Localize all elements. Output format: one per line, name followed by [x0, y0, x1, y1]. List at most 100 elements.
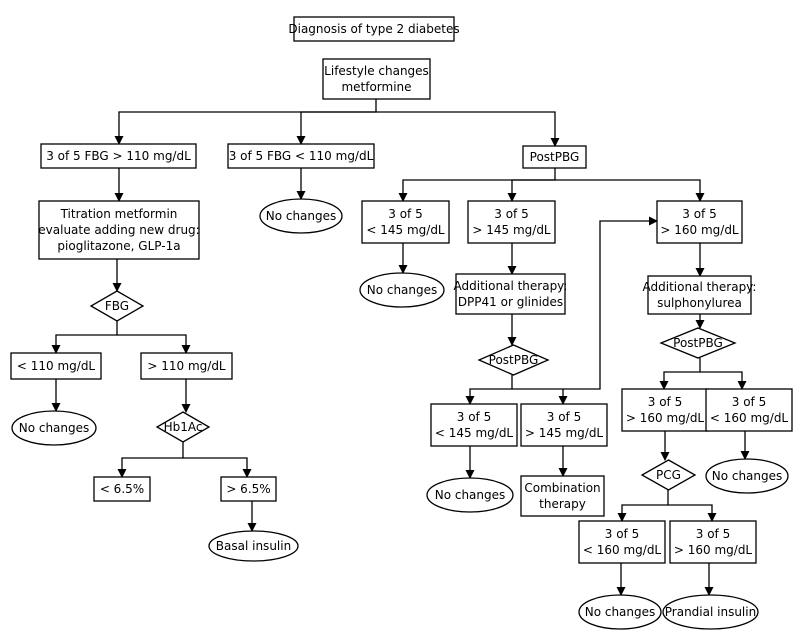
- node-gt65-label-1: > 6.5%: [226, 482, 270, 496]
- node-pcg: PCG: [640, 459, 697, 491]
- node-sulph-label-1: Additional therapy:: [643, 280, 757, 294]
- node-nc-r160: No changes: [705, 458, 789, 494]
- node-basal: Basal insulin: [208, 530, 299, 562]
- node-gt65: > 6.5%: [220, 476, 277, 502]
- node-postpbg3-shape: [659, 327, 737, 359]
- node-s-lt160-label-2: < 160 mg/dL: [583, 543, 662, 557]
- node-root: Diagnosis of type 2 diabetes: [288, 16, 460, 42]
- node-basal-label-1: Basal insulin: [216, 539, 291, 553]
- node-q-gt145-shape: [520, 403, 608, 447]
- node-combo-label-2: therapy: [539, 497, 586, 511]
- node-p-gt145-label-2: > 145 mg/dL: [472, 223, 551, 237]
- edge-postpbg1-to-p-gt145: [507, 179, 555, 202]
- node-p-lt145: 3 of 5< 145 mg/dL: [361, 200, 450, 244]
- edge-postpbg1-to-p-lt145: [398, 168, 556, 202]
- node-dpp: Additional therapy:DPP41 or glinides: [454, 273, 567, 315]
- node-q-lt145-label-1: 3 of 5: [457, 410, 491, 424]
- node-fbg-gt110-label-1: > 110 mg/dL: [147, 359, 226, 373]
- node-lt65: < 6.5%: [93, 476, 151, 502]
- node-r-gt160-label-1: 3 of 5: [648, 395, 682, 409]
- edge-hb1ac-to-gt65: [183, 457, 252, 478]
- node-s-lt160: 3 of 5 < 160 mg/dL: [578, 520, 666, 564]
- node-fbg-lt110: < 110 mg/dL: [10, 352, 102, 380]
- node-lt65-shape: [93, 476, 151, 502]
- edge-fbg-dec-to-fbg-lt110: [51, 321, 118, 354]
- edge-fbg-dec-to-fbg-gt110: [117, 334, 191, 354]
- node-prandial-shape: [662, 594, 759, 630]
- node-r-lt160: 3 of 5< 160 mg/dL: [705, 388, 793, 432]
- node-nc-p145-shape: [359, 272, 445, 308]
- node-postpbg1-label-1: PostPBG: [530, 150, 580, 164]
- node-postpbg1: PostPBG: [522, 145, 587, 169]
- node-nc-r160-shape: [705, 458, 789, 494]
- node-fbg-low-shape: [227, 143, 375, 169]
- edge-postpbg1-to-p-gt160: [555, 179, 705, 202]
- edge-q-gt145-to-p-gt160: [563, 216, 658, 390]
- node-nc-q145-shape: [426, 477, 514, 513]
- node-s-gt160-label-1: 3 of 5: [696, 527, 730, 541]
- node-combo-shape: [520, 475, 605, 517]
- node-p-gt160-label-2: > 160 mg/dL: [660, 223, 739, 237]
- edge-pcg-to-s-lt160: [617, 490, 669, 522]
- node-fbg-high-shape: [40, 143, 197, 169]
- node-hb1ac-label-1: Hb1Ac: [164, 420, 203, 434]
- node-p-gt145: 3 of 5 > 145 mg/dL: [467, 200, 556, 244]
- node-p-lt145-shape: [361, 200, 450, 244]
- node-nc-s160-shape: [578, 594, 662, 630]
- node-nc-q145-label-1: No changes: [435, 488, 506, 502]
- node-fbg-dec-label-1: FBG: [105, 299, 129, 313]
- node-postpbg2-shape: [477, 344, 550, 376]
- node-q-gt145-label-1: 3 of 5: [547, 410, 581, 424]
- node-r-lt160-label-1: 3 of 5: [732, 395, 766, 409]
- node-q-gt145: 3 of 5> 145 mg/dL: [520, 403, 608, 447]
- node-nc-s160-label-1: No changes: [585, 605, 656, 619]
- node-q-lt145-shape: [430, 403, 518, 447]
- node-postpbg2-label-1: PostPBG: [489, 353, 539, 367]
- node-p-gt160: 3 of 5> 160 mg/dL: [656, 200, 743, 244]
- node-s-lt160-label-1: 3 of 5: [605, 527, 639, 541]
- node-s-gt160-label-2: > 160 mg/dL: [674, 543, 753, 557]
- node-fbg-dec: FBG: [89, 290, 145, 322]
- node-p-lt145-label-1: 3 of 5: [388, 207, 422, 221]
- edge-postpbg2-to-q-gt145: [512, 388, 568, 405]
- node-hb1ac: Hb1Ac: [155, 411, 211, 443]
- node-fbg-gt110: > 110 mg/dL: [140, 352, 233, 380]
- node-p-gt145-shape: [467, 200, 556, 244]
- node-lifestyle-label-2: metformine: [341, 80, 411, 94]
- node-r-lt160-shape: [705, 388, 793, 432]
- node-r-gt160-shape: [621, 388, 709, 432]
- node-lifestyle-label-1: Lifestyle changes: [324, 64, 429, 78]
- node-nc-p145-label-1: No changes: [367, 283, 438, 297]
- node-titration-label-3: pioglitazone, GLP-1a: [57, 239, 180, 253]
- node-postpbg3-label-1: PostPBG: [673, 336, 723, 350]
- node-fbg-lt110-label-1: < 110 mg/dL: [17, 359, 96, 373]
- node-combo-label-1: Combination: [524, 481, 600, 495]
- node-nc-fbglow: No changes: [259, 198, 343, 234]
- edge-postpbg2-to-q-lt145: [465, 375, 513, 405]
- node-lt65-label-1: < 6.5%: [100, 482, 144, 496]
- node-nc-s160: No changes: [578, 594, 662, 630]
- node-p-gt145-label-1: 3 of 5: [494, 207, 528, 221]
- edge-lifestyle-to-postpbg1: [376, 111, 560, 147]
- node-lifestyle-shape: [322, 58, 431, 100]
- node-s-gt160: 3 of 5 > 160 mg/dL: [669, 520, 757, 564]
- node-postpbg1-shape: [522, 145, 587, 169]
- node-postpbg2: PostPBG: [477, 344, 550, 376]
- node-nc-r160-label-1: No changes: [712, 469, 783, 483]
- node-pcg-label-1: PCG: [656, 468, 681, 482]
- node-p-gt160-shape: [656, 200, 743, 244]
- node-s-gt160-shape: [669, 520, 757, 564]
- node-dpp-label-2: DPP41 or glinides: [458, 295, 563, 309]
- node-fbg-high-label-1: 3 of 5 FBG > 110 mg/dL: [46, 149, 191, 163]
- node-nc-lt110: No changes: [11, 410, 97, 446]
- node-postpbg3: PostPBG: [659, 327, 737, 359]
- node-sulph-shape: [647, 275, 752, 315]
- node-fbg-low: 3 of 5 FBG < 110 mg/dL: [227, 143, 375, 169]
- node-q-lt145: 3 of 5< 145 mg/dL: [430, 403, 518, 447]
- node-nc-p145: No changes: [359, 272, 445, 308]
- node-gt65-shape: [220, 476, 277, 502]
- node-prandial-label-1: Prandial insulin: [665, 605, 756, 619]
- edge-lifestyle-to-fbg-high: [114, 99, 377, 145]
